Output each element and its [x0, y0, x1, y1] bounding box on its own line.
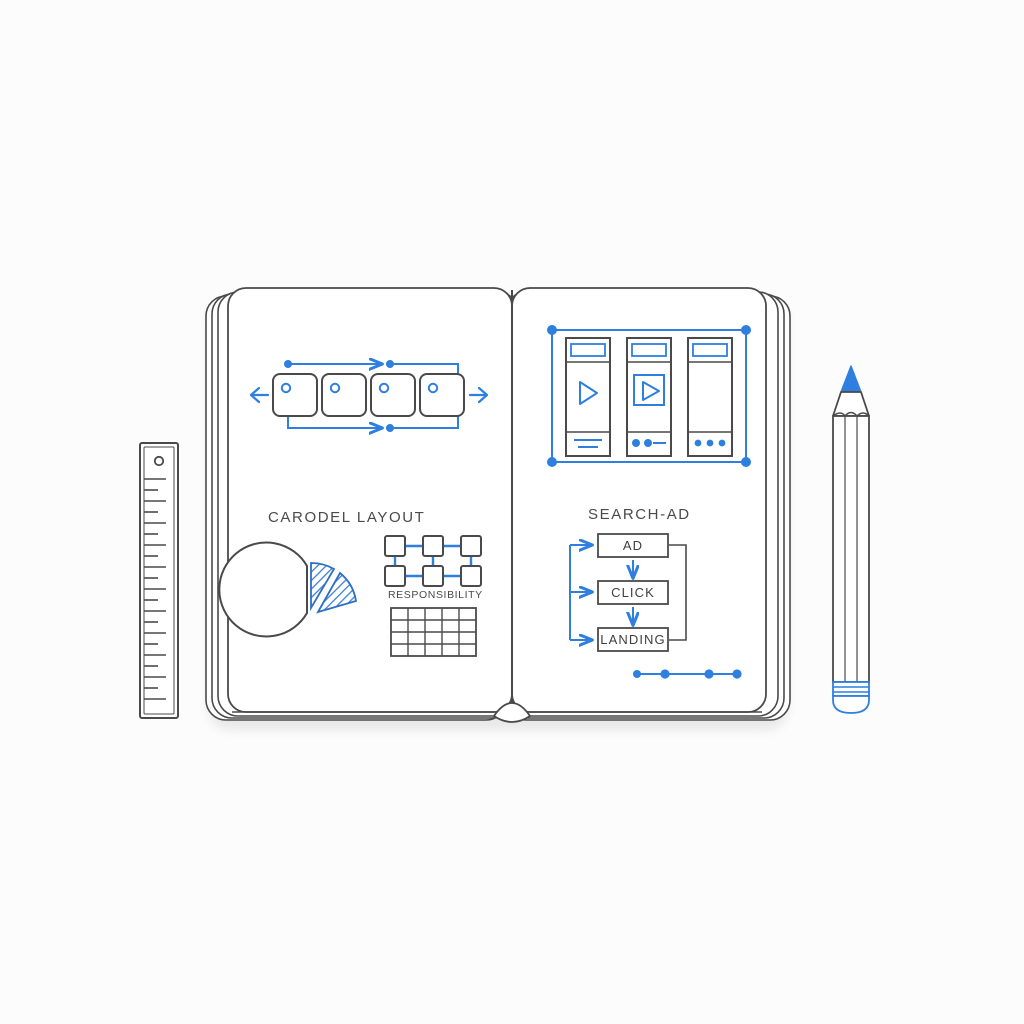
pencil-barrel: [832, 415, 870, 683]
pager-dot[interactable]: [644, 439, 652, 447]
funnel-step-label: AD: [623, 538, 643, 553]
card-dot-icon: [329, 382, 341, 394]
carousel-card[interactable]: [272, 373, 318, 417]
card-dot-icon: [427, 382, 439, 394]
funnel-step-label: LANDING: [600, 632, 666, 647]
ruler-ticks: [144, 478, 166, 700]
ruler-hang-hole-icon: [153, 455, 165, 467]
pager-dot[interactable]: [694, 439, 702, 447]
timeline-dot[interactable]: [633, 670, 641, 678]
card-dot-icon: [280, 382, 292, 394]
right-page-heading: SEARCH-AD: [588, 506, 691, 523]
selection-bounding-box[interactable]: [551, 329, 747, 463]
pie-slice-exploded-1: [310, 562, 336, 612]
carousel-card[interactable]: [419, 373, 465, 417]
node-cell[interactable]: [422, 565, 444, 587]
carousel-prev-arrow[interactable]: [249, 386, 270, 404]
data-table-grid[interactable]: [390, 607, 477, 657]
carousel-card[interactable]: [370, 373, 416, 417]
funnel-step-label: CLICK: [611, 585, 655, 600]
phone-header-bar: [692, 343, 728, 357]
play-triangle-icon[interactable]: [642, 381, 660, 401]
card-dot-icon: [378, 382, 390, 394]
node-grid-label: RESPONSIBILITY: [388, 589, 483, 601]
phone-header-bar: [631, 343, 667, 357]
pencil-eraser: [832, 695, 870, 714]
pencil[interactable]: [832, 365, 870, 714]
pie-chart: [218, 541, 358, 638]
timeline-strip[interactable]: [633, 669, 742, 679]
pager-dot[interactable]: [632, 439, 640, 447]
pager-dot[interactable]: [718, 439, 726, 447]
timeline-dot[interactable]: [732, 669, 742, 679]
funnel-step[interactable]: AD: [597, 533, 669, 558]
carousel-next-arrow[interactable]: [468, 386, 489, 404]
funnel-step[interactable]: CLICK: [597, 580, 669, 605]
node-cell[interactable]: [460, 535, 482, 557]
carousel-card[interactable]: [321, 373, 367, 417]
timeline-dot[interactable]: [704, 669, 714, 679]
pie-slice-exploded-2: [316, 571, 358, 614]
ruler[interactable]: [139, 442, 179, 719]
carousel-connector-bottom: [287, 416, 459, 432]
notebook-spine: [232, 290, 762, 723]
phone-header-bar: [570, 343, 606, 357]
funnel-return-wire: [669, 544, 687, 641]
phone-mockup[interactable]: [565, 337, 611, 457]
carousel-connector-top: [284, 360, 459, 376]
node-cell[interactable]: [384, 565, 406, 587]
spine-fan: [492, 702, 532, 723]
pager-dot[interactable]: [706, 439, 714, 447]
timeline-dot[interactable]: [660, 669, 670, 679]
node-cell[interactable]: [422, 535, 444, 557]
node-cell[interactable]: [384, 535, 406, 557]
phone-mockup[interactable]: [687, 337, 733, 457]
media-frame: [633, 374, 665, 406]
play-triangle-icon[interactable]: [579, 381, 598, 405]
node-grid: [384, 535, 482, 587]
left-page-heading: CARODEL LAYOUT: [268, 509, 425, 526]
pie-slice-base: [218, 541, 308, 638]
funnel-step[interactable]: LANDING: [597, 627, 669, 652]
pencil-ferrule: [832, 681, 870, 697]
phone-mockup[interactable]: [626, 337, 672, 457]
funnel-loopback-rail: [569, 545, 592, 640]
node-cell[interactable]: [460, 565, 482, 587]
selection-corner-handle[interactable]: [547, 325, 751, 467]
